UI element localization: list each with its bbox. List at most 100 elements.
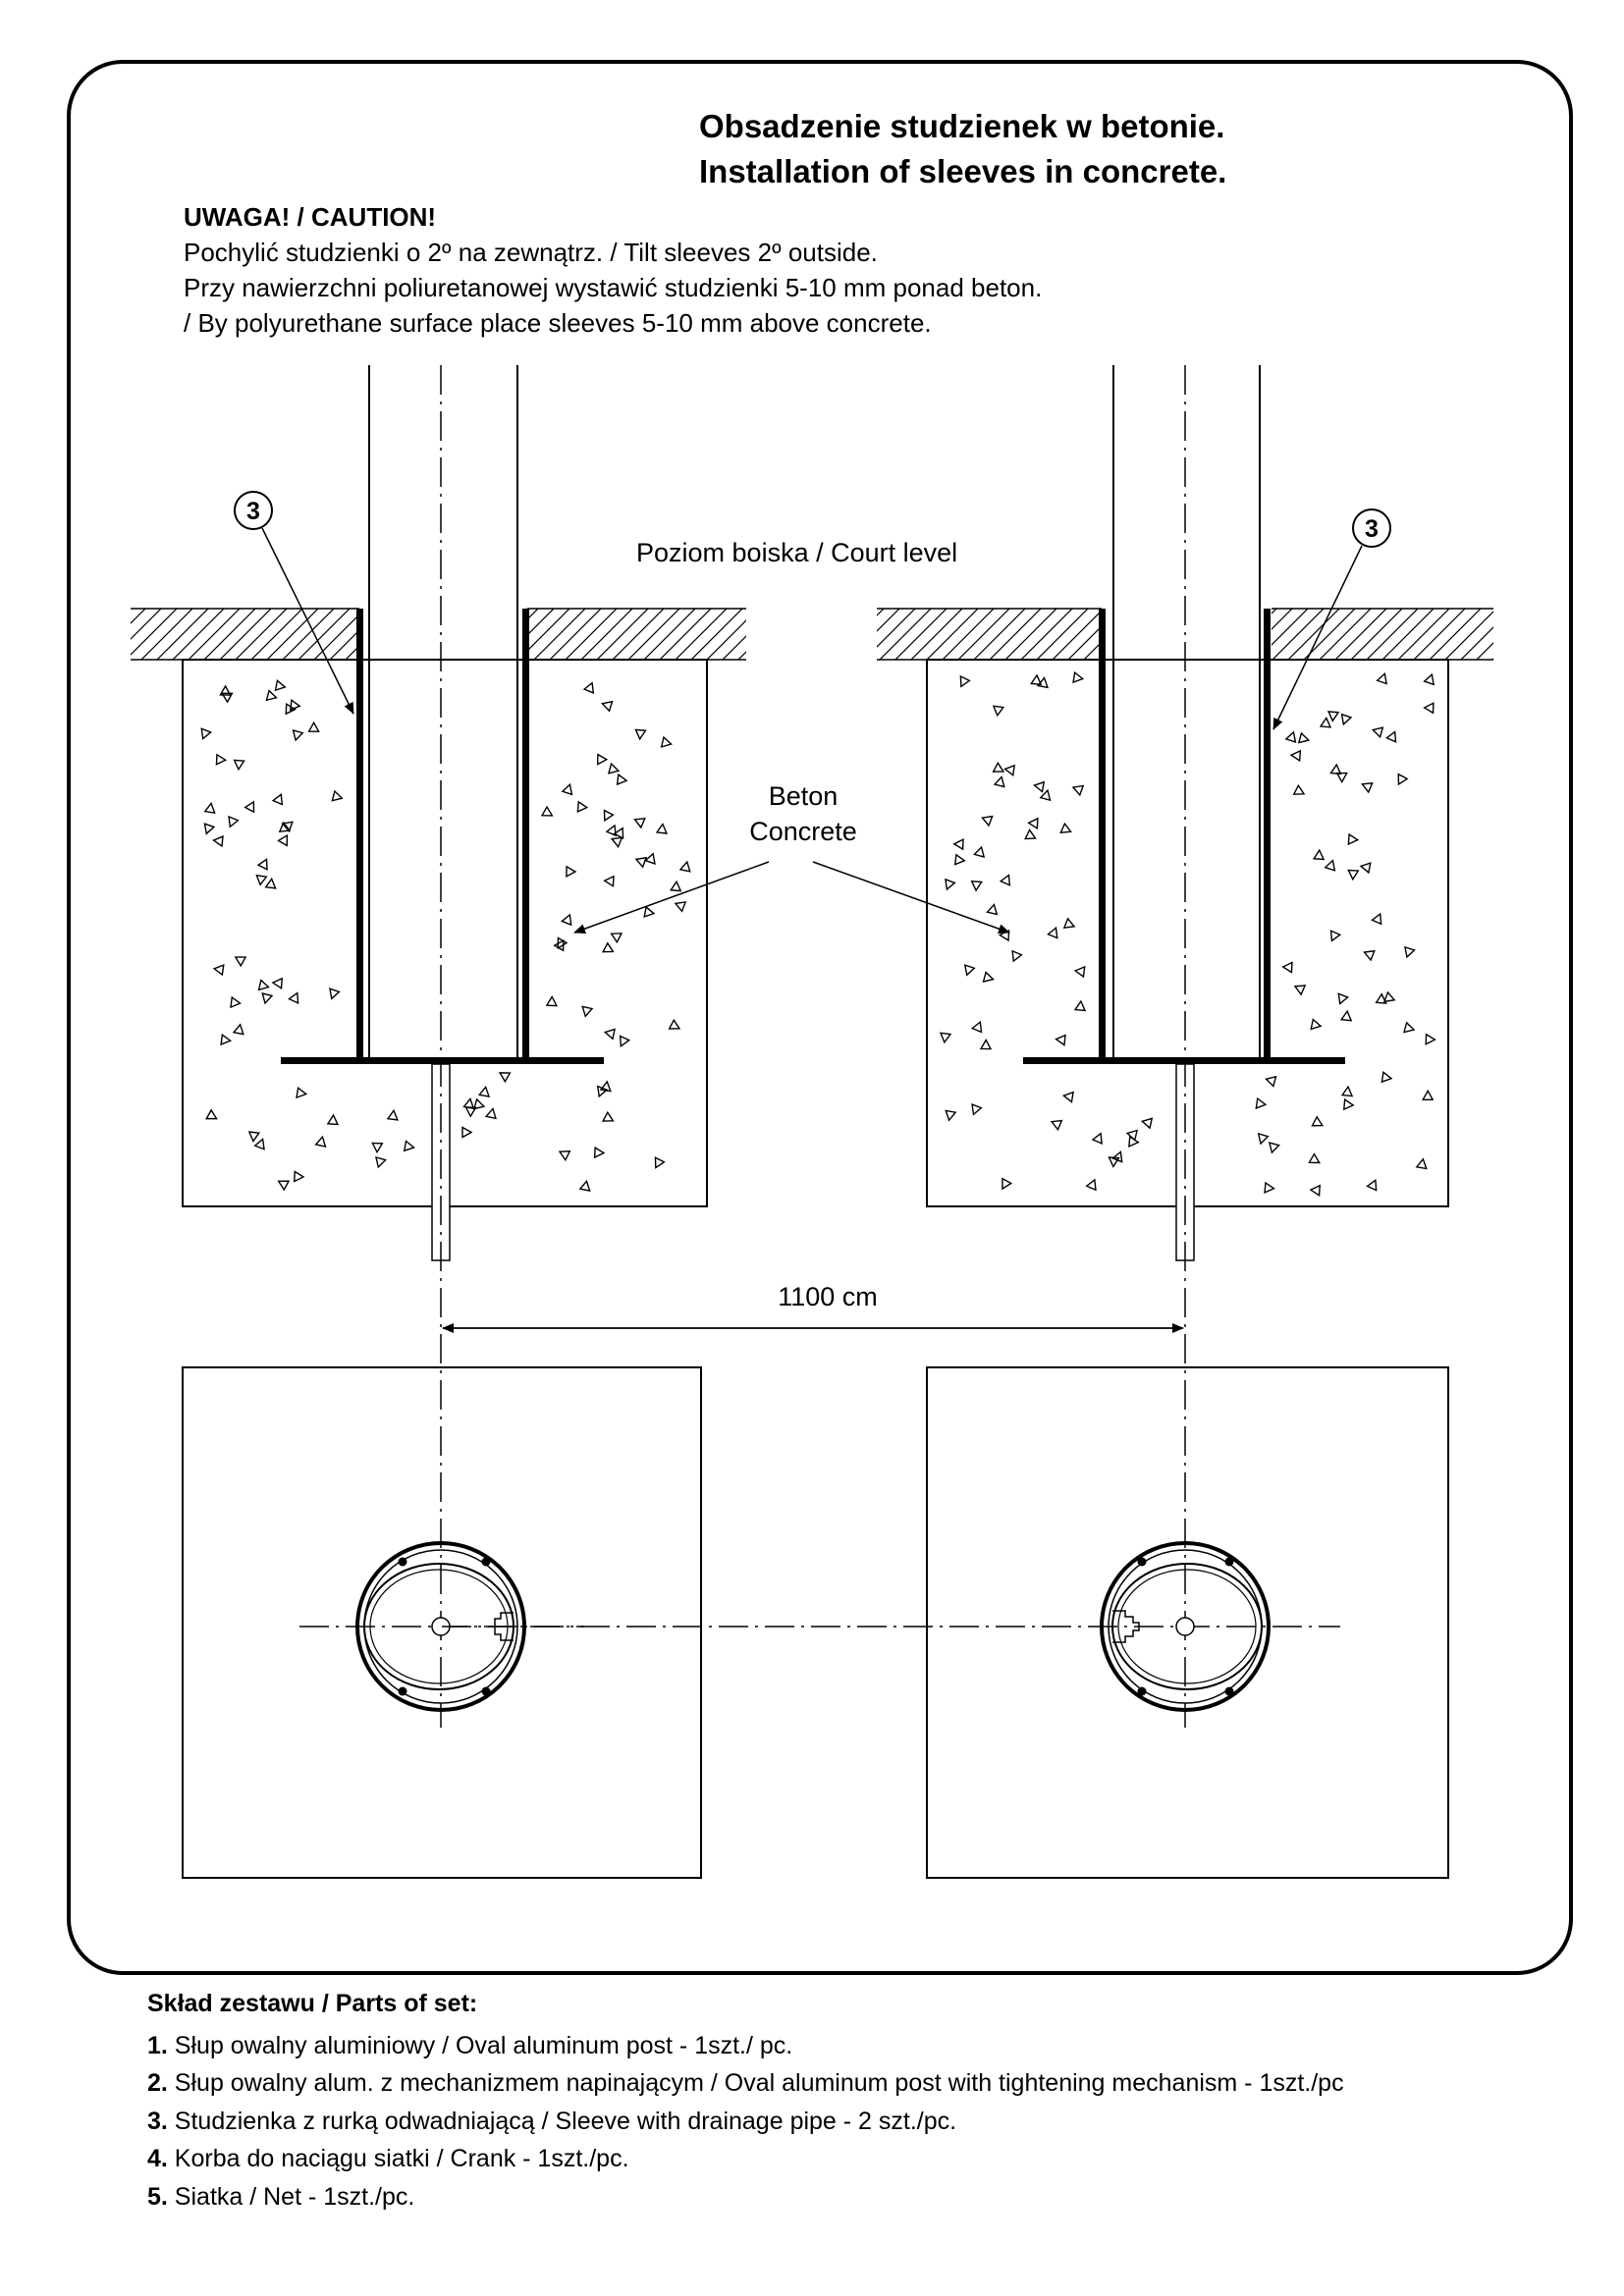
aggregate-triangle-icon	[228, 815, 240, 828]
aggregate-triangle-icon	[257, 979, 270, 991]
aggregate-triangle-icon	[1024, 828, 1037, 840]
aggregate-triangle-icon	[1375, 992, 1387, 1004]
aggregate-triangle-icon	[1347, 832, 1360, 846]
callout-number-right: 3	[1365, 515, 1379, 543]
aggregate-triangle-icon	[992, 705, 1005, 718]
aggregate-triangle-icon	[576, 800, 589, 813]
aggregate-triangle-icon	[1371, 912, 1382, 926]
aggregate-triangle-icon	[982, 971, 995, 984]
aggregate-triangle-icon	[212, 964, 225, 977]
aggregate-triangle-icon	[634, 856, 648, 869]
parts-item-text: Słup owalny aluminiowy / Oval aluminum p…	[167, 2031, 793, 2059]
aggregate-triangle-icon	[293, 1170, 305, 1183]
callout-leader-left	[261, 527, 354, 715]
aggregate-triangle-icon	[256, 858, 268, 871]
aggregate-triangle-icon	[278, 821, 292, 832]
aggregate-triangle-icon	[1055, 1034, 1066, 1046]
aggregate-triangle-icon	[285, 702, 297, 716]
aggregate-triangle-icon	[999, 874, 1011, 886]
aggregate-triangle-icon	[1340, 1085, 1354, 1097]
aggregate-triangle-icon	[296, 1086, 308, 1099]
aggregate-triangle-icon	[477, 1085, 491, 1098]
aggregate-triangle-icon	[265, 689, 278, 702]
aggregate-triangle-icon	[371, 1142, 384, 1154]
aggregate-triangle-icon	[1072, 670, 1085, 684]
aggregate-triangle-icon	[1125, 1129, 1138, 1142]
aggregate-triangle-icon	[981, 815, 994, 828]
aggregate-triangle-icon	[660, 735, 673, 748]
aggregate-triangle-icon	[277, 1180, 291, 1192]
ground-hatch-left-inner	[527, 609, 746, 660]
aggregate-triangle-icon	[281, 821, 294, 833]
aggregate-triangle-icon	[1415, 1157, 1428, 1170]
aggregate-triangle-icon	[203, 823, 216, 835]
sleeve-wall-right	[1264, 609, 1271, 1057]
aggregate-triangle-icon	[1265, 1075, 1277, 1088]
aggregate-triangle-icon	[215, 753, 228, 766]
aggregate-triangle-icon	[545, 994, 559, 1007]
parts-item-text: Studzienka z rurką odwadniającą / Sleeve…	[167, 2107, 957, 2135]
right-elevation	[877, 365, 1493, 1728]
aggregate-triangle-icon	[1363, 949, 1376, 962]
aggregate-triangle-icon	[1308, 1152, 1321, 1164]
sleeve-base-plate	[1023, 1057, 1345, 1064]
anchor-dot	[481, 1686, 491, 1696]
aggregate-triangle-icon	[1312, 848, 1326, 861]
caution-line-3: / By polyurethane surface place sleeves …	[184, 308, 932, 338]
aggregate-triangle-icon	[1329, 930, 1342, 942]
aggregate-triangle-icon	[970, 1020, 983, 1034]
callout-number-left: 3	[246, 498, 260, 525]
aggregate-triangle-icon	[603, 1028, 616, 1041]
aggregate-triangle-icon	[1111, 1150, 1123, 1163]
aggregate-triangle-icon	[643, 905, 656, 918]
aggregate-triangle-icon	[288, 991, 299, 1004]
parts-item-text: Siatka / Net - 1szt./pc.	[167, 2182, 415, 2211]
aggregate-triangle-icon	[1397, 773, 1409, 786]
aggregate-triangle-icon	[212, 834, 224, 848]
aggregate-triangle-icon	[244, 800, 255, 814]
aggregate-triangle-icon	[670, 880, 682, 892]
aggregate-triangle-icon	[971, 1102, 983, 1116]
sleeve-wall-left	[1099, 609, 1106, 1057]
parts-list-item: 5. Siatka / Net - 1szt./pc.	[147, 2178, 1542, 2216]
aggregate-triangle-icon	[1292, 783, 1306, 795]
aggregate-triangle-icon	[1404, 945, 1416, 959]
ground-hatch-left-outer	[131, 609, 359, 660]
aggregate-triangle-icon	[1011, 949, 1023, 963]
aggregate-triangle-icon	[601, 700, 614, 713]
foundation-plan-left	[182, 1366, 702, 1879]
aggregate-triangle-icon	[1073, 999, 1087, 1012]
aggregate-triangle-icon	[205, 1108, 218, 1120]
aggregate-triangle-icon	[331, 789, 344, 802]
aggregate-triangle-icon	[232, 1023, 244, 1036]
aggregate-triangle-icon	[1264, 1181, 1275, 1195]
aggregate-triangle-icon	[219, 684, 232, 696]
plan-view-left	[182, 1366, 702, 1879]
caution-line-1: Pochylić studzienki o 2º na zewnątrz. / …	[184, 238, 878, 267]
aggregate-triangle-icon	[203, 802, 216, 815]
oval-post-section	[1111, 1563, 1263, 1690]
aggregate-triangle-icon	[307, 721, 320, 732]
aggregate-triangle-icon	[970, 880, 983, 892]
anchor-dot	[398, 1686, 407, 1696]
callout-circle-left	[234, 491, 273, 530]
aggregate-triangle-icon	[1289, 749, 1302, 763]
aggregate-triangle-icon	[1403, 1021, 1416, 1034]
parts-list-item: 1. Słup owalny aluminiowy / Oval aluminu…	[147, 2027, 1542, 2065]
aggregate-triangle-icon	[963, 964, 976, 977]
aggregate-triangle-icon	[1339, 1009, 1353, 1022]
aggregate-triangle-icon	[329, 988, 341, 1000]
parts-title-en: Parts of set:	[335, 1990, 478, 2017]
aggregate-triangle-icon	[261, 992, 274, 1005]
aggregate-triangle-icon	[1268, 1142, 1280, 1154]
aggregate-triangle-icon	[953, 853, 966, 866]
parts-list-item: 2. Słup owalny alum. z mechanizmem napin…	[147, 2064, 1542, 2103]
aggregate-triangle-icon	[1324, 859, 1336, 872]
aggregate-triangle-icon	[959, 674, 971, 688]
aggregate-triangle-icon	[603, 875, 615, 887]
aggregate-triangle-icon	[558, 1149, 571, 1162]
ground-hatch-right-inner	[877, 609, 1102, 660]
aggregate-triangle-icon	[314, 1135, 327, 1148]
aggregate-triangle-icon	[1284, 730, 1297, 743]
